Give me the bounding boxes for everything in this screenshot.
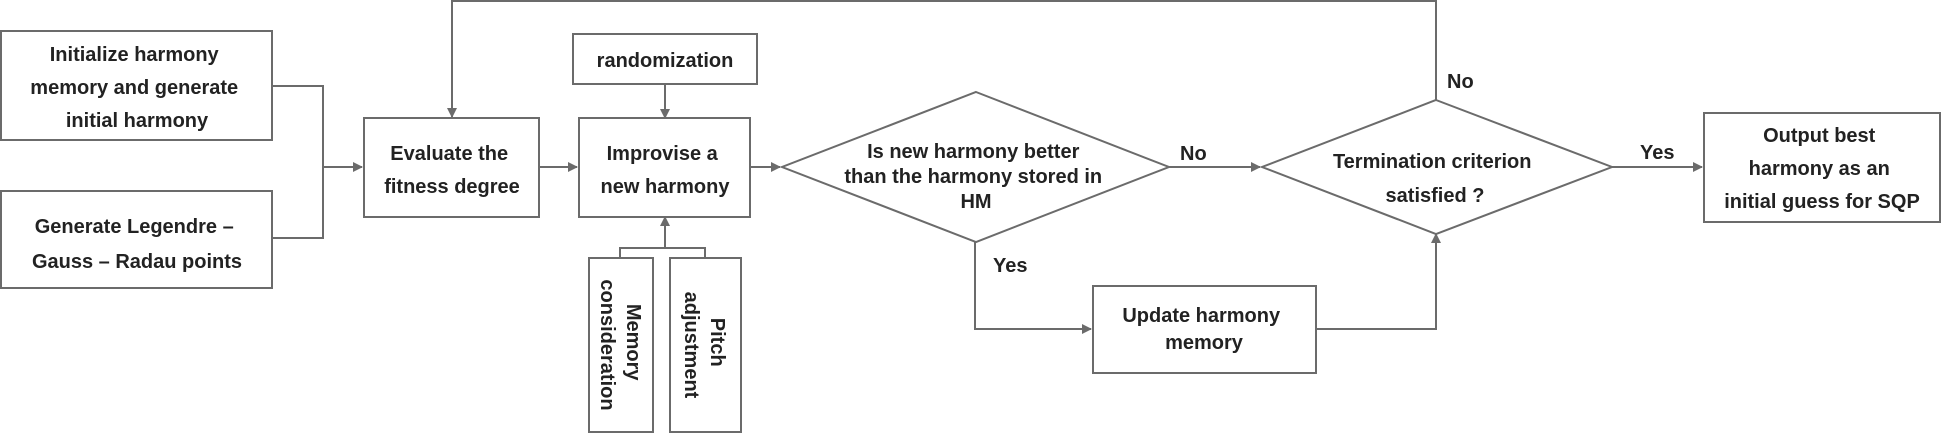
svg-text:Pitch adjustment: Pitch adjustment [680,292,728,399]
node-initialize-harmony-memory: Initialize harmony memory and generate i… [0,30,273,141]
memory-consideration-line-1: Memory [622,304,644,382]
decision-new-harmony-better: Is new harmony better than the harmony s… [779,90,1172,244]
edge-label-termination-no: No [1447,71,1474,93]
node-improvise-new-harmony: Improvise a new harmony [578,117,751,218]
edge-label-termination-yes: Yes [1640,142,1674,164]
randomization-label: randomization [597,50,734,72]
node-generate-legendre-points: Generate Legendre – Gauss – Radau points [0,190,273,289]
improvise-line-1: Improvise a [607,143,719,165]
init-line-3: initial harmony [66,110,209,132]
better-line-3: HM [960,191,991,213]
edge-label-better-no: No [1180,143,1207,165]
svg-text:Evaluate the fitness deg: Evaluate the fitness degree [384,143,520,198]
better-line-1: Is new harmony better [867,141,1079,163]
improvise-line-2: new harmony [601,176,731,198]
init-line-2: memory and generate [30,77,238,99]
svg-text:Is new harmony better th: Is new harmony better than the harmony s… [844,141,1107,213]
svg-text:Update harmony memory: Update harmony memory [1122,305,1285,354]
decision-termination-criterion: Termination criterion satisfied ? [1259,98,1615,236]
termination-line-1: Termination criterion [1333,151,1532,173]
evaluate-line-1: Evaluate the [390,143,508,165]
svg-text:randomization: randomization [597,50,734,72]
svg-text:Termination criterion sa: Termination criterion satisfied ? [1333,151,1537,207]
edge-decision-yes-to-update [974,242,1092,334]
pitch-adjustment-line-1: Pitch [706,318,728,367]
svg-text:Output best harmony as a: Output best harmony as an initial guess … [1724,125,1920,213]
node-update-harmony-memory: Update harmony memory [1092,285,1317,374]
legendre-line-2: Gauss – Radau points [32,251,242,273]
output-line-2: harmony as an [1749,158,1890,180]
svg-text:Improvise a new harmony: Improvise a new harmony [601,143,731,198]
edge-update-to-termination [1316,233,1441,330]
node-randomization: randomization [572,33,758,85]
output-line-1: Output best [1763,125,1876,147]
node-pitch-adjustment: Pitch adjustment [669,257,742,433]
update-line-2: memory [1165,332,1244,354]
update-line-1: Update harmony [1122,305,1281,327]
termination-line-2: satisfied ? [1386,185,1485,207]
edge-legendre-to-evaluate [272,167,324,239]
pitch-adjustment-line-2: adjustment [680,292,702,399]
edge-label-better-yes: Yes [993,255,1027,277]
memory-consideration-line-2: consideration [596,279,618,410]
output-line-3: initial guess for SQP [1724,191,1920,213]
svg-text:Memory consideration: Memory consideration [596,279,644,410]
edge-init-to-evaluate [272,85,324,167]
svg-text:Generate Legendre – Gaus: Generate Legendre – Gauss – Radau points [32,216,242,273]
legendre-line-1: Generate Legendre – [35,216,234,238]
evaluate-line-2: fitness degree [384,176,520,198]
edge-termination-no-loop-to-evaluate [447,0,1437,118]
svg-text:Initialize harmony memor: Initialize harmony memory and generate i… [30,44,243,132]
node-output-best-harmony: Output best harmony as an initial guess … [1703,112,1941,223]
edge-memory-consideration-to-improvise [619,247,706,258]
node-memory-consideration: Memory consideration [588,257,654,433]
better-line-2: than the harmony stored in [844,166,1102,188]
node-evaluate-fitness: Evaluate the fitness degree [363,117,540,218]
init-line-1: Initialize harmony [50,44,220,66]
